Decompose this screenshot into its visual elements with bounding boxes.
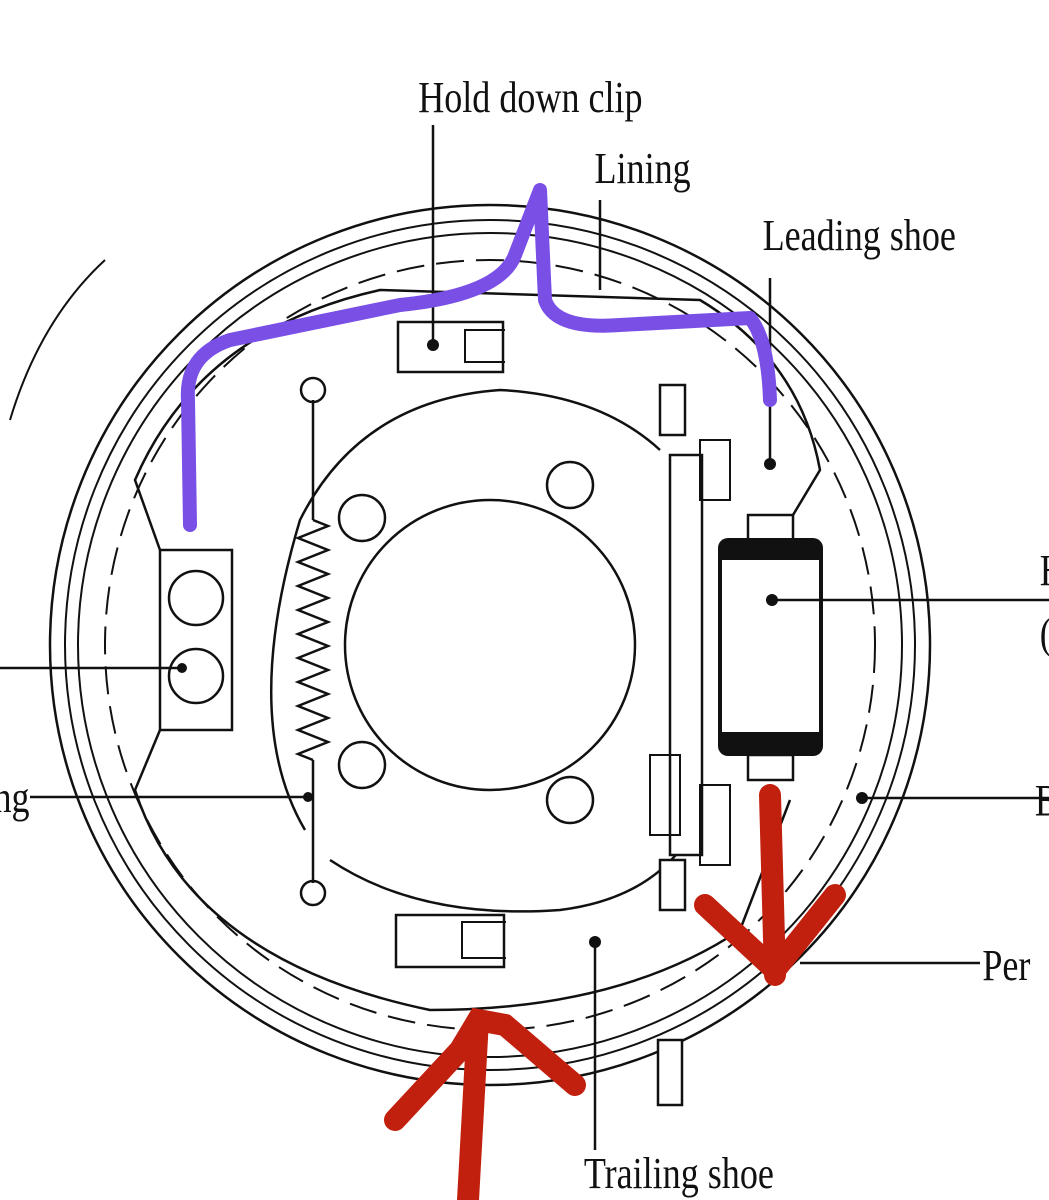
hub-hole xyxy=(343,498,637,792)
label-hold-down-clip: Hold down clip xyxy=(418,73,642,122)
label-right-top-2: ( xyxy=(1040,609,1049,658)
anchor-block xyxy=(0,548,234,732)
label-right-middle: B xyxy=(1035,776,1049,825)
return-spring xyxy=(30,376,332,907)
hold-down-clips xyxy=(394,125,506,969)
label-trailing-shoe: Trailing shoe xyxy=(584,1149,774,1198)
label-right-bottom: Per xyxy=(982,941,1031,990)
brake-shoes xyxy=(133,288,822,1012)
label-right-top: H xyxy=(1040,546,1049,595)
label-leading-shoe: Leading shoe xyxy=(763,211,956,260)
purple-annotation xyxy=(180,183,777,532)
label-lining: Lining xyxy=(595,144,691,193)
adjuster xyxy=(649,383,731,1107)
wheel-cylinder xyxy=(718,513,1049,965)
label-left-spring: ng xyxy=(0,773,30,822)
stud-holes xyxy=(337,460,595,825)
red-arrows xyxy=(384,784,846,1200)
